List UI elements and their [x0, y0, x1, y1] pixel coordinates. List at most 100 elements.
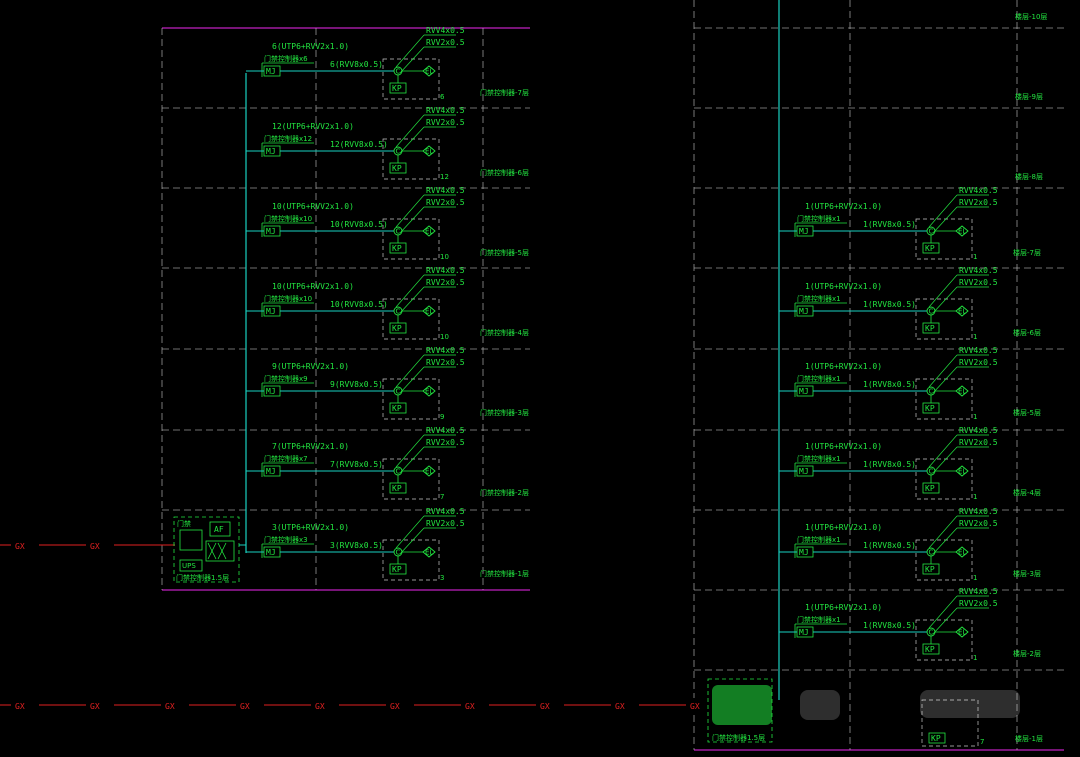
electric-lock-icon [422, 465, 436, 477]
leader-line [395, 434, 425, 468]
controller-panel-label: 门禁控制器x10 [264, 294, 312, 303]
card-reader-label: C [396, 549, 401, 557]
cable-spec-label: 1(UTP6+RVV2x1.0) [805, 202, 882, 211]
cable-spec-label: 1(UTP6+RVV2x1.0) [805, 523, 882, 532]
electric-lock-label: EL [958, 308, 966, 316]
leader-line [932, 286, 958, 314]
electric-lock-label: EL [425, 468, 433, 476]
keypad-label: KP [392, 324, 402, 333]
device-box [382, 218, 440, 260]
device-box [915, 619, 973, 661]
gx-label: GX [465, 702, 475, 711]
cable-spec-label: 10(UTP6+RVV2x1.0) [272, 202, 354, 211]
leader-line [399, 46, 425, 74]
cable-spec-label: 3(UTP6+RVV2x1.0) [272, 523, 349, 532]
controller-frame [707, 678, 773, 743]
rvv2-cable-label: RVV2x0.5 [426, 358, 465, 367]
card-reader-label: C [929, 468, 934, 476]
device-count-label: 12 [440, 173, 449, 181]
mj-label: MJ [266, 467, 276, 476]
electric-lock-icon [422, 65, 436, 77]
switch-icon [207, 542, 227, 560]
device-box [382, 138, 440, 180]
mj-label: MJ [266, 548, 276, 557]
gx-label: GX [15, 702, 25, 711]
wire-spec-label: 12(RVV8x0.5) [330, 140, 388, 149]
rvv2-cable-label: RVV2x0.5 [959, 599, 998, 608]
rvv4-cable-label: RVV4x0.5 [426, 426, 465, 435]
obscured-patch [712, 685, 772, 725]
leader-line [932, 366, 958, 394]
af-label: AF [214, 525, 224, 534]
rvv4-cable-label: RVV4x0.5 [959, 346, 998, 355]
keypad-label: KP [925, 324, 935, 333]
leader-line [395, 114, 425, 148]
keypad-label: KP [392, 244, 402, 253]
leader-line [928, 434, 958, 468]
leader-line [928, 274, 958, 308]
diagram-frame [162, 27, 1064, 751]
electric-lock-label: EL [958, 388, 966, 396]
device-box [915, 378, 973, 420]
floor-label: 楼层-3层 [1013, 569, 1041, 578]
floor-label: 楼层-6层 [1013, 328, 1041, 337]
wire-spec-label: 10(RVV8x0.5) [330, 300, 388, 309]
leader-line [395, 354, 425, 388]
rvv2-cable-label: RVV2x0.5 [426, 118, 465, 127]
controller-label: 门禁 [177, 519, 191, 528]
rvv2-cable-label: RVV2x0.5 [426, 438, 465, 447]
device-count-label: 7 [980, 738, 984, 746]
gx-label: GX [90, 702, 100, 711]
electric-lock-icon [955, 385, 969, 397]
rvv2-cable-label: RVV2x0.5 [959, 438, 998, 447]
electric-lock-icon [955, 546, 969, 558]
controller-panel-label: 门禁控制器x10 [264, 214, 312, 223]
floor-label: 门禁控制器-1层 [480, 569, 529, 578]
ups-label: UPS [182, 562, 196, 570]
gx-label-bg [536, 698, 564, 711]
wire-spec-label: 1(RVV8x0.5) [863, 621, 916, 630]
gx-label: GX [15, 542, 25, 551]
device-box [915, 458, 973, 500]
mj-label: MJ [799, 548, 809, 557]
keypad-label: KP [392, 404, 402, 413]
device-box [382, 298, 440, 340]
switch-box [205, 540, 235, 562]
electric-lock-icon [422, 305, 436, 317]
card-reader-label: C [929, 308, 934, 316]
keypad-label: KP [392, 565, 402, 574]
wire-spec-label: 9(RVV8x0.5) [330, 380, 383, 389]
rvv2-cable-label: RVV2x0.5 [959, 198, 998, 207]
controller-panel-label: 门禁控制器x1 [797, 454, 841, 463]
ups-box [179, 559, 203, 572]
cable-spec-label: 9(UTP6+RVV2x1.0) [272, 362, 349, 371]
floor-unit: 10(UTP6+RVV2x1.0)门禁控制器x10MJ10(RVV8x0.5)C… [246, 186, 529, 261]
floor-label: 门禁控制器-3层 [480, 408, 529, 417]
cable-spec-label: 1(UTP6+RVV2x1.0) [805, 362, 882, 371]
rvv2-cable-label: RVV2x0.5 [959, 278, 998, 287]
controller-panel-label: 门禁控制器x12 [264, 134, 312, 143]
gx-label: GX [165, 702, 175, 711]
device-count-label: 1 [973, 654, 977, 662]
rvv4-cable-label: RVV4x0.5 [426, 26, 465, 35]
rvv2-cable-label: RVV2x0.5 [959, 358, 998, 367]
cable-spec-label: 1(UTP6+RVV2x1.0) [805, 282, 882, 291]
device-count-label: 10 [440, 333, 449, 341]
electric-lock-label: EL [958, 228, 966, 236]
floor-label: 楼层-2层 [1013, 649, 1041, 658]
floor-label: 楼层-1层 [1015, 734, 1043, 743]
device-count-label: 1 [973, 493, 977, 501]
electric-lock-icon [422, 385, 436, 397]
controller-caption: 门禁控制器1.5层 [712, 733, 765, 742]
keypad-label: KP [925, 404, 935, 413]
keypad-label: KP [925, 244, 935, 253]
wire-spec-label: 1(RVV8x0.5) [863, 380, 916, 389]
floor-label: 门禁控制器-2层 [480, 488, 529, 497]
card-reader-label: C [396, 148, 401, 156]
rvv2-cable-label: RVV2x0.5 [426, 38, 465, 47]
